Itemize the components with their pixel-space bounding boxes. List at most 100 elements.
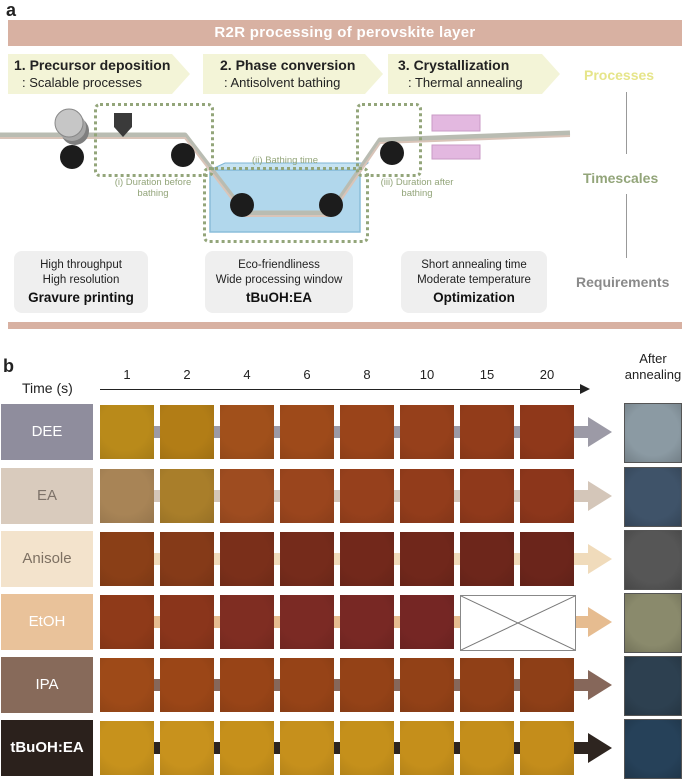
timescale-after-label: (iii) Duration after bathing xyxy=(362,177,472,199)
sample-ipa-1s xyxy=(100,658,154,712)
time-axis-label: Time (s) xyxy=(22,380,73,396)
solvent-label-etoh: EtOH xyxy=(1,594,93,650)
after-annealing-line2: annealing xyxy=(624,367,682,382)
requirement-3-bold: Optimization xyxy=(433,290,515,305)
after-annealing-label: After annealing xyxy=(620,351,685,383)
sample-etoh-2s xyxy=(160,595,214,649)
sample-etoh-6s xyxy=(280,595,334,649)
side-divider-2 xyxy=(626,194,627,258)
panel-b-label: b xyxy=(3,356,14,376)
row-arrow-head-dee xyxy=(588,417,612,447)
requirement-3-line1: Short annealing time xyxy=(421,259,527,271)
guide-roller-1 xyxy=(60,145,84,169)
sample-tbuoh-ea-8s xyxy=(340,721,394,775)
requirement-2-line2: Wide processing window xyxy=(215,274,343,286)
web-film xyxy=(0,130,571,217)
timescale-box-before xyxy=(94,103,214,177)
sample-anisole-8s xyxy=(340,532,394,586)
sample-dee-8s xyxy=(340,405,394,459)
sample-ipa-20s xyxy=(520,658,574,712)
solvent-label-dee: DEE xyxy=(1,404,93,460)
time-label-10s: 10 xyxy=(419,367,435,382)
sample-ea-1s xyxy=(100,469,154,523)
cross-mark xyxy=(460,595,576,651)
requirement-box-3: Short annealing time Moderate temperatur… xyxy=(401,251,547,313)
annealed-sample-ipa xyxy=(624,656,682,716)
timescale-box-bathing xyxy=(203,167,369,243)
requirement-box-1: High throughput High resolution Gravure … xyxy=(14,251,148,313)
timescale-before-label: (i) Duration before bathing xyxy=(100,177,206,199)
guide-roller-3 xyxy=(380,141,404,165)
time-label-15s: 15 xyxy=(479,367,495,382)
sample-ea-2s xyxy=(160,469,214,523)
sample-etoh-1s xyxy=(100,595,154,649)
sample-ipa-4s xyxy=(220,658,274,712)
sample-anisole-4s xyxy=(220,532,274,586)
after-annealing-line1: After xyxy=(639,351,667,366)
sample-tbuoh-ea-10s xyxy=(400,721,454,775)
process-chevron-2 xyxy=(203,54,383,94)
process-chevron-3 xyxy=(388,54,560,94)
requirement-box-2: Eco-friendliness Wide processing window … xyxy=(205,251,353,313)
solvent-label-ea: EA xyxy=(1,468,93,524)
panel-a-banner: R2R processing of perovskite layer xyxy=(8,20,682,46)
time-label-20s: 20 xyxy=(539,367,555,382)
panel-a-bottom-bar xyxy=(8,322,682,329)
process-1-title: 1. Precursor deposition xyxy=(14,57,171,73)
sample-anisole-2s xyxy=(160,532,214,586)
sample-dee-10s xyxy=(400,405,454,459)
time-label-1s: 1 xyxy=(123,367,131,382)
timescale-before-line2: bathing xyxy=(137,188,169,199)
process-3-title: 3. Crystallization xyxy=(398,57,510,73)
no-sample-crossed-box xyxy=(460,595,576,651)
annealed-sample-dee xyxy=(624,403,682,463)
sample-ea-20s xyxy=(520,469,574,523)
process-2-title: 2. Phase conversion xyxy=(220,57,356,73)
timescale-after-line2: bathing xyxy=(401,188,433,199)
timescale-bathing-label: (ii) Bathing time xyxy=(252,155,318,166)
annealed-sample-etoh xyxy=(624,593,682,653)
sample-ea-4s xyxy=(220,469,274,523)
process-1-subtitle: : Scalable processes xyxy=(22,75,142,90)
row-arrow-head-ipa xyxy=(588,670,612,700)
heater-top xyxy=(431,114,481,132)
annealed-sample-anisole xyxy=(624,530,682,590)
time-label-2s: 2 xyxy=(183,367,191,382)
sample-tbuoh-ea-15s xyxy=(460,721,514,775)
bath-roller-1 xyxy=(230,193,254,217)
sample-anisole-6s xyxy=(280,532,334,586)
sample-anisole-20s xyxy=(520,532,574,586)
row-arrow-head-ea xyxy=(588,481,612,511)
timescales-side-label: Timescales xyxy=(583,170,659,186)
bath-roller-2 xyxy=(319,193,343,217)
requirement-3-line2: Moderate temperature xyxy=(417,274,531,286)
heater-bottom xyxy=(431,144,481,160)
processes-side-label: Processes xyxy=(584,67,655,83)
sample-dee-20s xyxy=(520,405,574,459)
gravure-nozzle xyxy=(114,113,132,137)
solvent-label-tbuoh-ea: tBuOH:EA xyxy=(1,720,93,776)
annealed-sample-ea xyxy=(624,467,682,527)
requirement-1-line1: High throughput xyxy=(40,259,122,271)
solvent-label-ipa: IPA xyxy=(1,657,93,713)
row-arrow-head-tbuoh-ea xyxy=(588,733,612,763)
sample-tbuoh-ea-20s xyxy=(520,721,574,775)
solvent-label-anisole: Anisole xyxy=(1,531,93,587)
time-label-4s: 4 xyxy=(243,367,251,382)
guide-roller-2 xyxy=(171,143,195,167)
time-label-8s: 8 xyxy=(363,367,371,382)
sample-ipa-8s xyxy=(340,658,394,712)
sample-dee-6s xyxy=(280,405,334,459)
sample-anisole-15s xyxy=(460,532,514,586)
process-2-subtitle: : Antisolvent bathing xyxy=(224,75,341,90)
requirement-2-bold: tBuOH:EA xyxy=(246,290,312,305)
process-3-subtitle: : Thermal annealing xyxy=(408,75,523,90)
requirements-side-label: Requirements xyxy=(576,274,670,290)
sample-ea-15s xyxy=(460,469,514,523)
sample-etoh-8s xyxy=(340,595,394,649)
requirement-2-line1: Eco-friendliness xyxy=(238,259,320,271)
annealed-sample-tbuoh-ea xyxy=(624,719,682,779)
row-arrow-head-anisole xyxy=(588,544,612,574)
time-axis-arrowhead xyxy=(580,384,590,394)
sample-ipa-15s xyxy=(460,658,514,712)
